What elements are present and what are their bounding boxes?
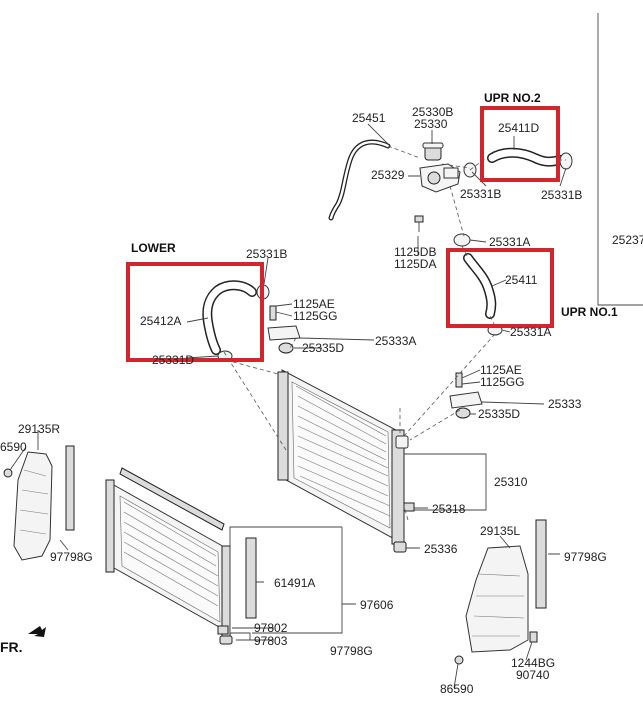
label-1125ae-right: 1125AE bbox=[480, 363, 522, 377]
label-1125gg-left: 1125GG bbox=[293, 309, 337, 323]
highlight-box-upper-no2 bbox=[480, 106, 560, 182]
drain-plug bbox=[403, 502, 415, 512]
label-25331b-left: 25331B bbox=[246, 247, 287, 261]
air-guard-left bbox=[13, 451, 53, 561]
label-25412a: 25412A bbox=[140, 314, 181, 328]
label-1125db: 1125DB bbox=[394, 245, 436, 259]
hose-clamp-25331b-right bbox=[559, 152, 573, 170]
condenser bbox=[105, 479, 231, 637]
label-61491a: 61491A bbox=[274, 576, 315, 590]
radiator-cap bbox=[422, 142, 444, 161]
assembly-dashed-lines bbox=[223, 145, 566, 521]
seal-strip-left bbox=[65, 445, 75, 531]
label-25331d: 25331D bbox=[152, 353, 194, 367]
bolt-86590-bottom bbox=[454, 655, 464, 665]
label-25331a-top: 25331A bbox=[489, 235, 530, 249]
seal-strip-right bbox=[535, 519, 547, 609]
label-25335d-right: 25335D bbox=[478, 407, 520, 421]
label-25331a-mid: 25331A bbox=[510, 325, 551, 339]
bracket-25333 bbox=[449, 372, 483, 419]
label-1125gg-right: 1125GG bbox=[480, 375, 524, 389]
label-25336: 25336 bbox=[424, 542, 458, 556]
label-25331b-top: 25331B bbox=[460, 187, 501, 201]
seal-strip-61491a bbox=[245, 537, 257, 619]
label-25335d-left: 25335D bbox=[302, 341, 344, 355]
label-25318: 25318 bbox=[432, 502, 466, 516]
label-25333: 25333 bbox=[548, 397, 582, 411]
label-29135l: 29135L bbox=[480, 524, 520, 538]
svg-text:FR.: FR. bbox=[0, 639, 23, 655]
highlight-box-upper-no1 bbox=[446, 248, 554, 328]
annotation-lower: LOWER bbox=[131, 241, 176, 255]
label-29135r: 29135R bbox=[18, 422, 60, 436]
bracket-97803 bbox=[219, 635, 233, 645]
label-97802: 97802 bbox=[254, 621, 288, 635]
label-25333a: 25333A bbox=[375, 334, 416, 348]
bolt-1125db bbox=[414, 215, 424, 232]
radiator bbox=[277, 369, 409, 545]
upper-hose-no2 bbox=[487, 147, 565, 167]
leader-lines bbox=[9, 123, 567, 689]
label-25330: 25330 bbox=[414, 117, 448, 131]
label-86590-bottom: 86590 bbox=[440, 682, 474, 696]
annotation-upper-no1: UPR NO.1 bbox=[561, 305, 618, 319]
label-97798g-bottom: 97798G bbox=[330, 644, 373, 658]
label-25330b: 25330B bbox=[412, 105, 453, 119]
label-90740: 90740 bbox=[516, 668, 550, 682]
label-25329: 25329 bbox=[371, 168, 405, 182]
bracket-25333a bbox=[267, 305, 301, 354]
upper-hose-no1 bbox=[463, 253, 497, 319]
bolt-86590-left bbox=[3, 468, 13, 478]
highlight-box-lower bbox=[126, 262, 264, 362]
annotation-upper-no2: UPR NO.2 bbox=[484, 91, 541, 105]
label-1125ae-left: 1125AE bbox=[293, 297, 335, 311]
seal-strip-condenser bbox=[119, 467, 225, 531]
inset-frame bbox=[597, 13, 643, 306]
bolt-1244bg bbox=[529, 631, 538, 643]
label-25331b-right: 25331B bbox=[541, 188, 582, 202]
bracket-97802 bbox=[217, 625, 229, 635]
label-97606: 97606 bbox=[360, 598, 394, 612]
hose-clamp-25331a-top bbox=[453, 233, 471, 247]
label-25411: 25411 bbox=[505, 273, 538, 287]
label-25310: 25310 bbox=[494, 475, 528, 489]
label-1125da: 1125DA bbox=[394, 257, 436, 271]
air-guard-right bbox=[465, 545, 529, 653]
thermostat-housing bbox=[419, 163, 461, 193]
label-25411d: 25411D bbox=[498, 121, 539, 135]
mount-25336 bbox=[393, 541, 407, 553]
label-97803: 97803 bbox=[254, 634, 288, 648]
label-97798g-left: 97798G bbox=[50, 550, 93, 564]
front-direction-marker: FR. bbox=[0, 626, 46, 655]
lower-hose bbox=[202, 280, 257, 355]
label-25237: 25237 bbox=[612, 233, 643, 247]
label-97798g-right: 97798G bbox=[564, 550, 607, 564]
label-86590-left: 6590 bbox=[0, 440, 27, 454]
label-25451: 25451 bbox=[352, 111, 386, 125]
label-1244bg: 1244BG bbox=[511, 656, 555, 670]
